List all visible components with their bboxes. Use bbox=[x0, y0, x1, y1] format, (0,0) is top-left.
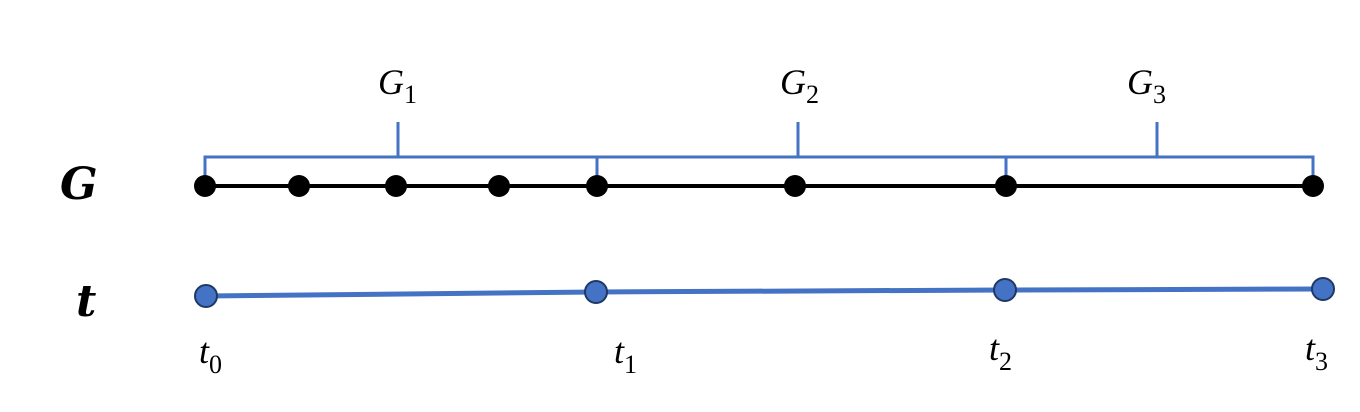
group-label-1-base: G bbox=[378, 62, 404, 102]
g-node bbox=[784, 175, 806, 197]
group-label-3-base: G bbox=[1127, 62, 1153, 102]
t-label-2-base: t bbox=[989, 328, 1000, 368]
group-label-2: G2 bbox=[780, 62, 819, 109]
t-timeline-line bbox=[205, 286, 1324, 299]
g-node bbox=[194, 175, 216, 197]
group-bracket-1 bbox=[203, 122, 599, 180]
group-label-3: G3 bbox=[1127, 62, 1166, 109]
g-timeline-nodes bbox=[194, 175, 1324, 197]
group-label-2-base: G bbox=[780, 62, 806, 102]
t-node-0 bbox=[194, 284, 218, 308]
t-label-2-sub: 2 bbox=[999, 347, 1012, 376]
t-node-3 bbox=[1311, 277, 1335, 301]
g-node bbox=[1302, 175, 1324, 197]
t-node-2 bbox=[993, 278, 1017, 302]
group-bracket-3 bbox=[1004, 122, 1315, 180]
t-node-1 bbox=[584, 280, 608, 304]
group-brackets bbox=[203, 122, 1315, 180]
t-label-1-sub: 1 bbox=[624, 350, 637, 379]
group-label-2-sub: 2 bbox=[806, 80, 819, 109]
group-label-1: G1 bbox=[378, 62, 417, 109]
t-label-0-base: t bbox=[199, 331, 210, 371]
g-node bbox=[488, 175, 510, 197]
t-label-3-sub: 3 bbox=[1315, 347, 1328, 376]
g-node bbox=[385, 175, 407, 197]
t-label-0: t0 bbox=[199, 331, 222, 379]
t-timeline-nodes bbox=[194, 277, 1335, 308]
t-row-label: t bbox=[76, 276, 96, 327]
g-node bbox=[288, 175, 310, 197]
t-label-1: t1 bbox=[614, 331, 637, 379]
g-node bbox=[995, 175, 1017, 197]
g-node bbox=[586, 175, 608, 197]
group-label-1-sub: 1 bbox=[404, 80, 417, 109]
group-bracket-2 bbox=[595, 122, 1008, 180]
group-label-3-sub: 3 bbox=[1153, 80, 1166, 109]
t-label-3-base: t bbox=[1305, 328, 1316, 368]
t-label-2: t2 bbox=[989, 328, 1012, 376]
t-label-3: t3 bbox=[1305, 328, 1328, 376]
t-label-1-base: t bbox=[614, 331, 625, 371]
t-label-0-sub: 0 bbox=[209, 350, 222, 379]
g-row-label: G bbox=[60, 159, 98, 210]
